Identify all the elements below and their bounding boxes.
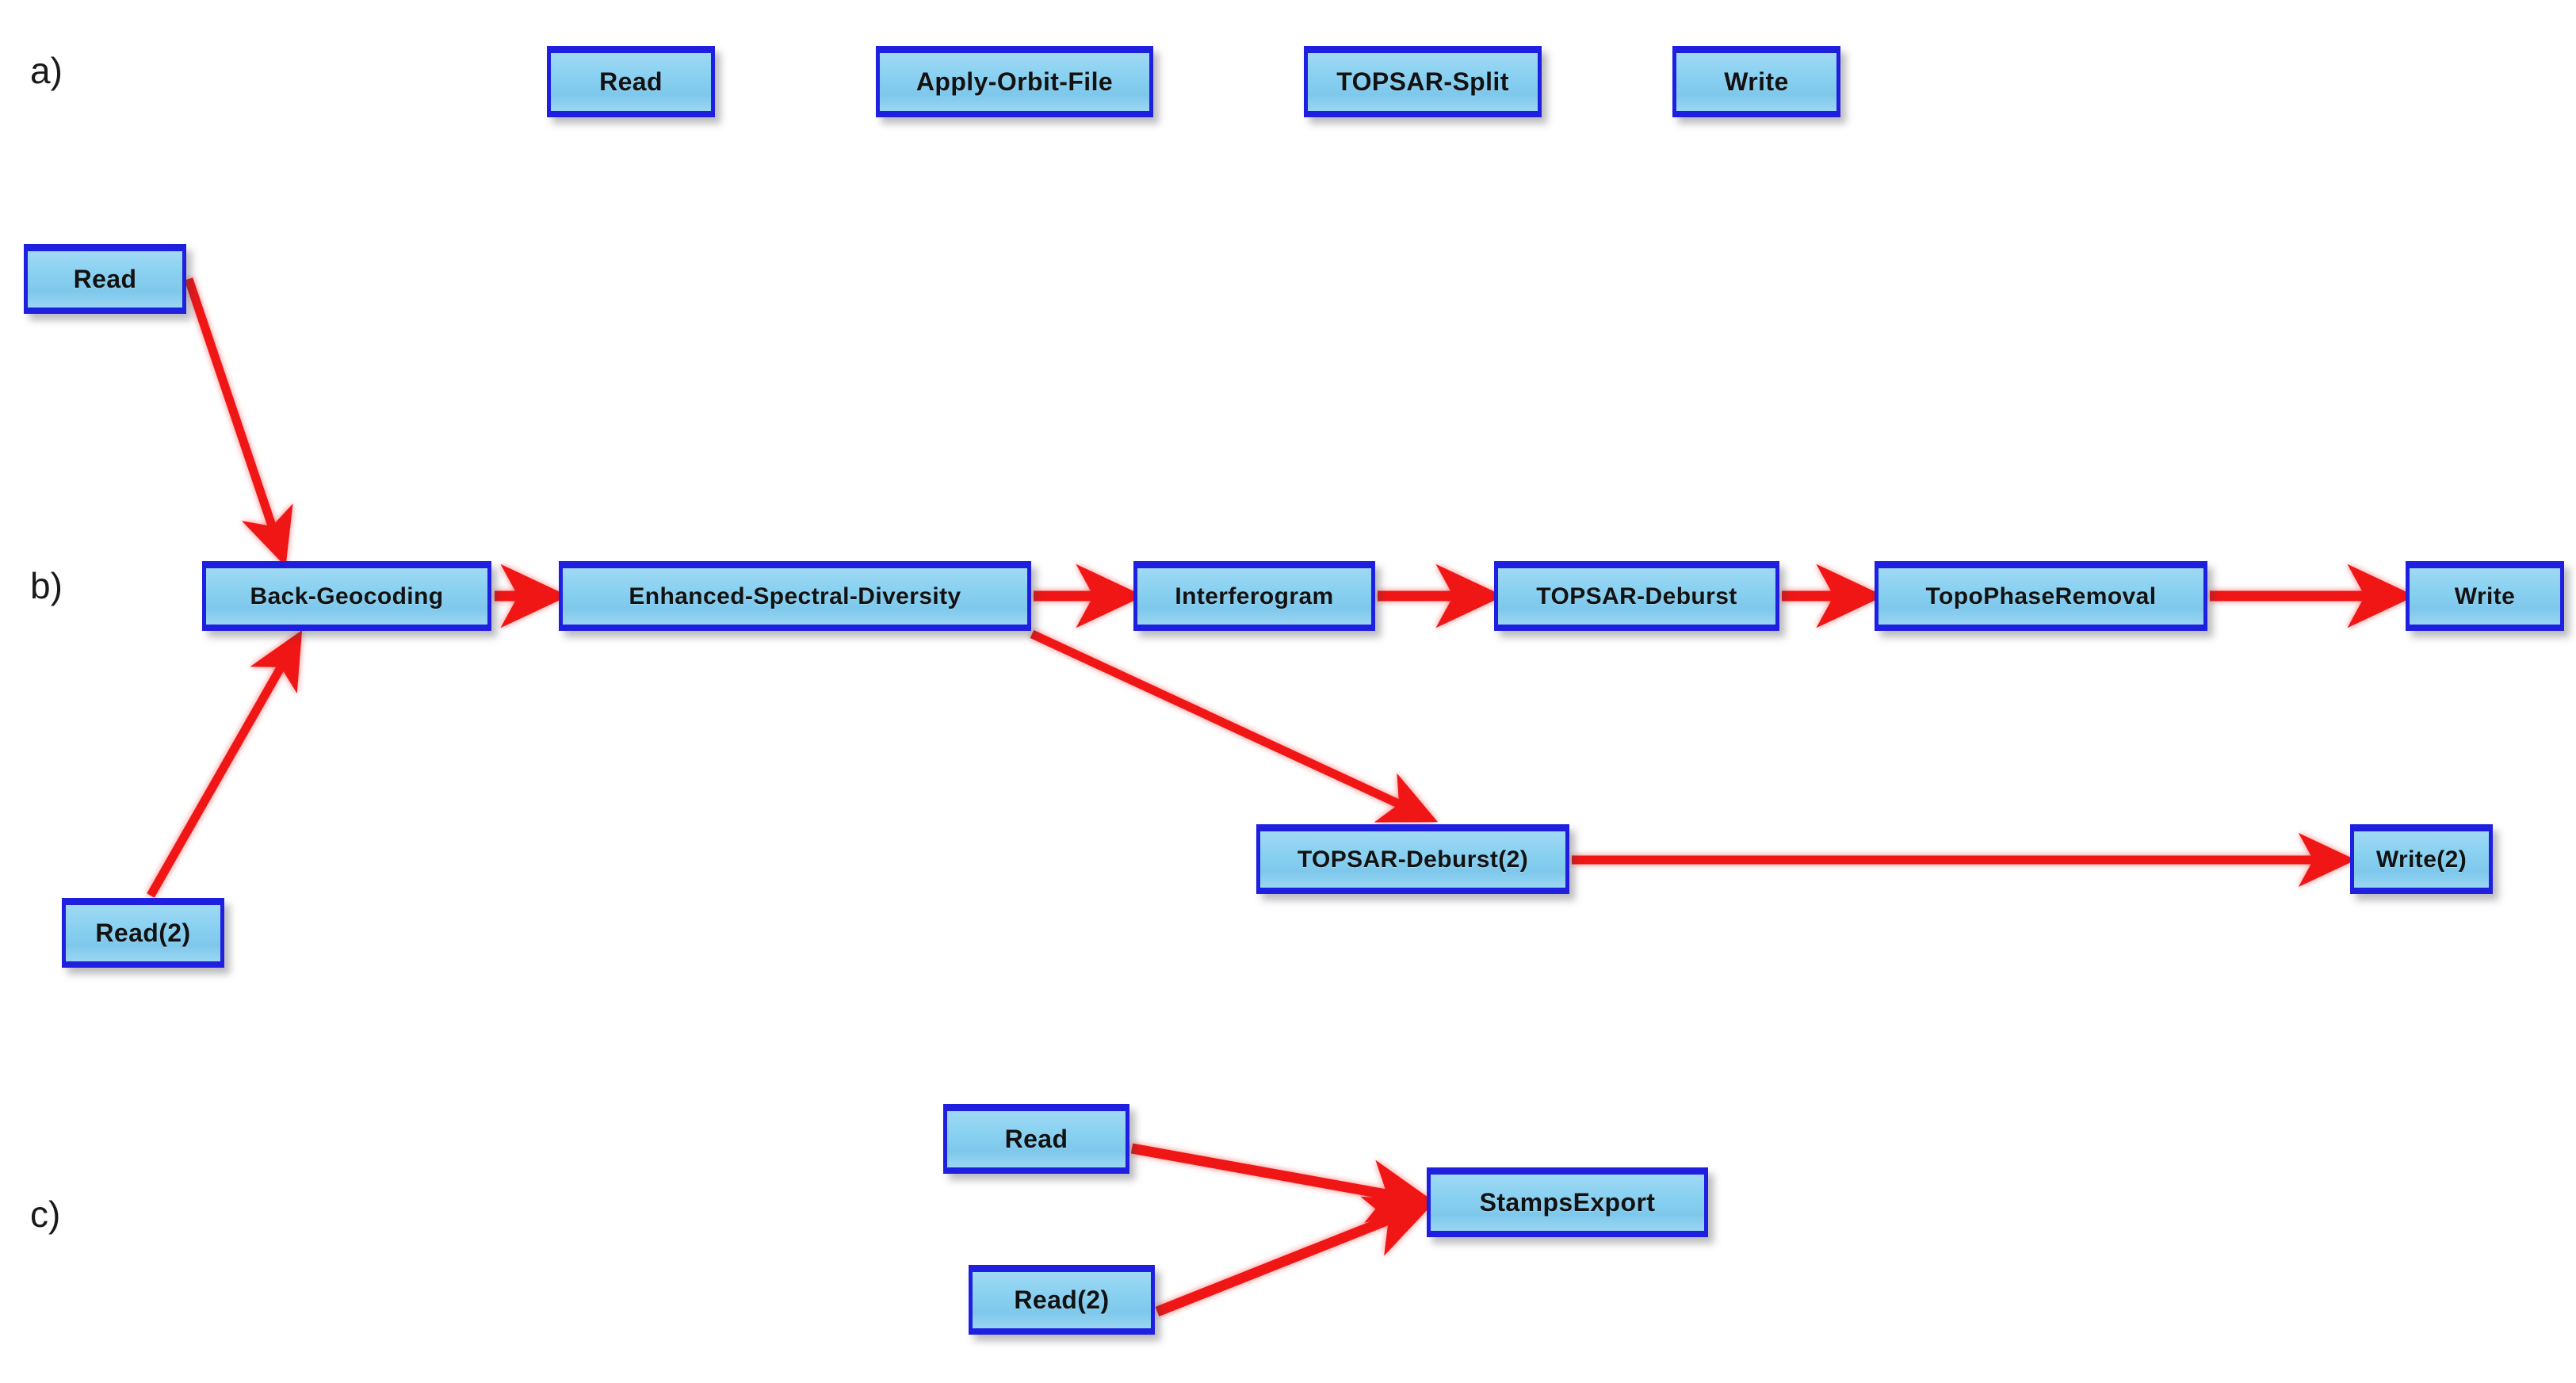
node-label: Apply-Orbit-File [915,67,1114,96]
node-label: Write(2) [2375,846,2467,873]
edge-read2-to-back-geocoding [147,630,303,898]
node-read2-b[interactable]: Read(2) [62,898,224,968]
edge-read-to-back-geocoding [184,277,293,567]
node-label: TOPSAR-Deburst(2) [1297,846,1529,873]
node-apply-orbit-file[interactable]: Apply-Orbit-File [876,46,1153,117]
edge-enhanced-spectral-diversity-to-topsar-deburst2 [1030,630,1438,823]
node-label: Write [2454,583,2516,609]
node-read-a[interactable]: Read [547,46,715,117]
node-write-b[interactable]: Write [2406,561,2564,631]
node-label: Enhanced-Spectral-Diversity [629,583,961,609]
node-label: TOPSAR-Deburst [1536,583,1737,609]
node-topsar-deburst[interactable]: TOPSAR-Deburst [1494,561,1779,631]
node-label: Read [1004,1125,1068,1153]
node-read2-c[interactable]: Read(2) [969,1265,1155,1335]
node-back-geocoding[interactable]: Back-Geocoding [202,561,491,631]
node-label: Read [73,265,137,293]
edges-panel-c [1130,1143,1437,1317]
panel-label-c: c) [30,1194,61,1235]
node-read-b[interactable]: Read [24,244,186,314]
node-topophaseremoval[interactable]: TopoPhaseRemoval [1875,561,2207,631]
node-topsar-split[interactable]: TOPSAR-Split [1304,46,1542,117]
panel-label-a: a) [30,50,63,91]
node-label: Write [1724,67,1789,96]
node-stampsexport[interactable]: StampsExport [1427,1167,1708,1237]
node-read-c[interactable]: Read [943,1104,1129,1174]
node-write-a[interactable]: Write [1672,46,1840,117]
node-write2[interactable]: Write(2) [2350,824,2493,894]
node-label: StampsExport [1479,1188,1656,1217]
edge-read-to-stampsexport [1130,1143,1437,1223]
node-label: TopoPhaseRemoval [1925,583,2157,609]
edge-read2-to-stampsexport [1155,1196,1435,1317]
node-label: TOPSAR-Split [1336,67,1509,96]
node-label: Read(2) [1014,1286,1110,1314]
node-label: Read [599,67,663,96]
node-interferogram[interactable]: Interferogram [1133,561,1375,631]
panel-label-b: b) [30,565,63,606]
node-enhanced-spectral-diversity[interactable]: Enhanced-Spectral-Diversity [559,561,1031,631]
node-topsar-deburst2[interactable]: TOPSAR-Deburst(2) [1256,824,1569,894]
node-label: Back-Geocoding [250,583,444,609]
node-label: Read(2) [95,919,191,947]
node-label: Interferogram [1175,583,1334,609]
